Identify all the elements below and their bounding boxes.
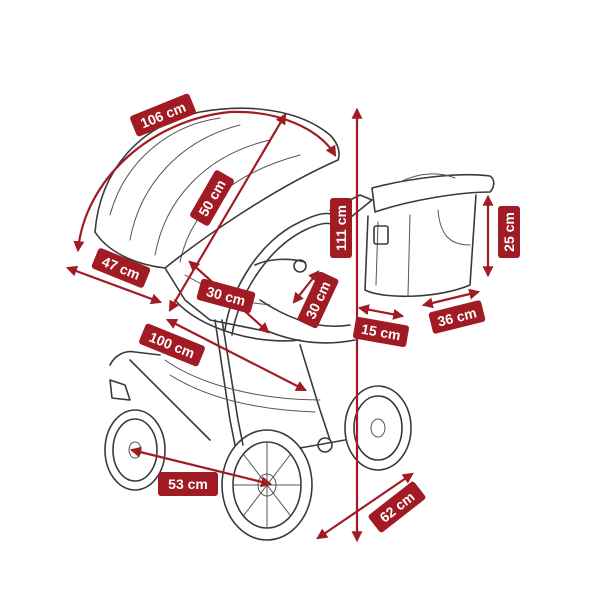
arrow-seat-width	[65, 265, 163, 305]
label-seat-width: 47 cm	[91, 248, 151, 288]
dimension-arrows	[65, 107, 494, 543]
label-seat-length: 100 cm	[139, 323, 205, 367]
label-height: 111 cm	[330, 198, 352, 258]
label-canopy-depth: 50 cm	[190, 170, 234, 226]
svg-text:111 cm: 111 cm	[333, 205, 349, 251]
svg-text:25 cm: 25 cm	[501, 212, 517, 252]
label-wheel: 53 cm	[158, 472, 218, 496]
arrow-wheel	[129, 446, 273, 488]
label-bag-depth: 15 cm	[352, 316, 410, 348]
arrow-seat-length	[166, 318, 307, 392]
arrow-width	[316, 472, 414, 540]
arrow-canopy-depth	[168, 113, 287, 312]
arrow-bag-width	[421, 288, 481, 309]
arrow-footrest	[292, 270, 320, 304]
label-bag-height: 25 cm	[498, 206, 520, 258]
svg-text:53 cm: 53 cm	[168, 476, 208, 492]
arrow-bag-depth	[357, 304, 405, 320]
dimension-labels: 106 cm 50 cm 47 cm 30 cm 30 cm 100 cm 11…	[91, 93, 520, 533]
label-footrest: 30 cm	[297, 271, 339, 329]
label-canopy-arc: 106 cm	[130, 93, 196, 137]
label-backrest: 30 cm	[196, 278, 256, 314]
label-width: 62 cm	[368, 481, 426, 533]
label-bag-width: 36 cm	[428, 300, 486, 334]
svg-text:15 cm: 15 cm	[360, 321, 402, 344]
